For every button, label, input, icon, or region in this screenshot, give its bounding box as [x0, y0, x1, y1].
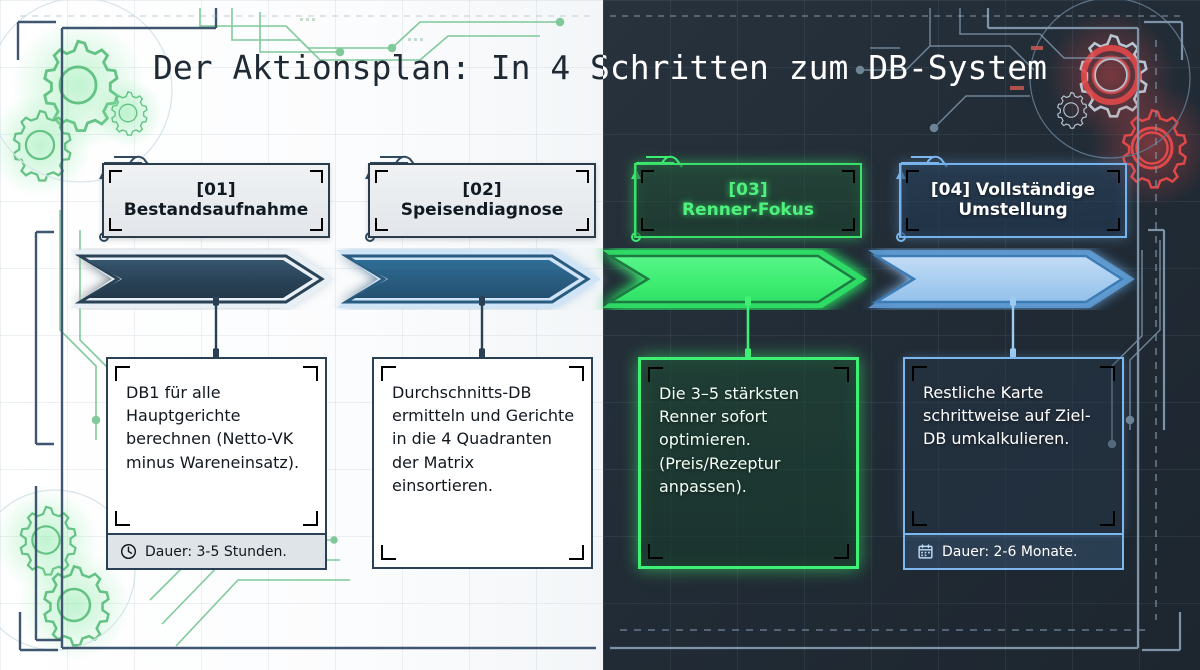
corner-bracket-icon	[906, 170, 919, 183]
corner-bracket-icon	[375, 170, 388, 183]
corner-bracket-icon	[648, 544, 663, 559]
clock-icon	[120, 543, 137, 560]
step-1-header-card[interactable]: [01] Bestandsaufnahme	[102, 163, 330, 238]
connector-4	[1010, 296, 1016, 358]
step-2-detail: Durchschnitts-DB ermitteln und Gerichte …	[372, 357, 593, 569]
process-arrow-2	[336, 250, 601, 308]
corner-bracket-icon	[912, 511, 927, 526]
corner-bracket-icon	[569, 545, 584, 560]
connector-1	[213, 296, 219, 358]
step-1-body-text: DB1 für alle Hauptgerichte berechnen (Ne…	[126, 383, 300, 472]
corner-bracket-icon	[1100, 511, 1115, 526]
corner-bracket-icon	[381, 366, 396, 381]
step-3-header-card[interactable]: [03] Renner-Fokus	[634, 163, 862, 238]
corner-bracket-icon	[1107, 170, 1120, 183]
corner-bracket-icon	[641, 218, 654, 231]
step-2-header-card[interactable]: [02] Speisendiagnose	[368, 163, 596, 238]
corner-bracket-icon	[912, 366, 927, 381]
step-3-number: [03]	[728, 179, 768, 200]
corner-bracket-icon	[576, 218, 589, 231]
step-3-detail: Die 3–5 stärksten Renner sofort optimier…	[638, 357, 859, 569]
step-2-number: [02]	[462, 179, 502, 200]
corner-bracket-icon	[310, 218, 323, 231]
step-4-detail-body: Restliche Karte schrittweise auf Ziel-DB…	[903, 357, 1124, 533]
process-arrow-band	[70, 250, 1135, 308]
step-1-number: [01]	[196, 179, 236, 200]
corner-bracket-icon	[576, 170, 589, 183]
step-1-heading: Bestandsaufnahme	[123, 199, 309, 220]
step-2-header[interactable]: [02] Speisendiagnose	[365, 155, 596, 242]
step-4-detail: Restliche Karte schrittweise auf Ziel-DB…	[903, 357, 1124, 570]
corner-bracket-icon	[641, 170, 654, 183]
step-3-body-text: Die 3–5 stärksten Renner sofort optimier…	[659, 384, 799, 496]
corner-bracket-icon	[303, 366, 318, 381]
connector-2	[479, 296, 485, 358]
step-4-header[interactable]: [04] Vollständige Umstellung	[896, 155, 1127, 242]
corner-bracket-icon	[303, 511, 318, 526]
step-4-number: [04] Vollständige	[930, 179, 1096, 200]
step-3-heading: Renner-Fokus	[682, 199, 814, 220]
process-arrow-4	[868, 250, 1135, 308]
step-4-heading: Umstellung	[958, 199, 1068, 220]
step-4-header-card[interactable]: [04] Vollständige Umstellung	[899, 163, 1127, 238]
corner-bracket-icon	[310, 170, 323, 183]
step-1-footer-label: Dauer: 3-5 Stunden.	[145, 543, 287, 560]
step-1-detail: DB1 für alle Hauptgerichte berechnen (Ne…	[106, 357, 327, 570]
connector-3	[745, 296, 751, 358]
corner-bracket-icon	[648, 367, 663, 382]
page-title: Der Aktionsplan: In 4 Schritten zum DB-S…	[0, 44, 1200, 92]
corner-bracket-icon	[109, 170, 122, 183]
process-arrow-3	[602, 250, 867, 308]
corner-bracket-icon	[842, 218, 855, 231]
corner-bracket-icon	[115, 511, 130, 526]
page-title-left-part: Der Aktionsplan: In 4 Schritten zum DB-S…	[152, 48, 1048, 87]
corner-bracket-icon	[834, 544, 849, 559]
step-1-detail-body: DB1 für alle Hauptgerichte berechnen (Ne…	[106, 357, 327, 533]
step-2-detail-body: Durchschnitts-DB ermitteln und Gerichte …	[372, 357, 593, 569]
corner-bracket-icon	[109, 218, 122, 231]
corner-bracket-icon	[834, 367, 849, 382]
corner-bracket-icon	[842, 170, 855, 183]
corner-bracket-icon	[115, 366, 130, 381]
step-1-header[interactable]: [01] Bestandsaufnahme	[99, 155, 330, 242]
corner-bracket-icon	[375, 218, 388, 231]
corner-bracket-icon	[1100, 366, 1115, 381]
corner-bracket-icon	[569, 366, 584, 381]
corner-bracket-icon	[381, 545, 396, 560]
step-4-footer-badge: Dauer: 2-6 Monate.	[903, 533, 1124, 570]
step-1-footer-badge: Dauer: 3-5 Stunden.	[106, 533, 327, 570]
step-3-header[interactable]: [03] Renner-Fokus	[631, 155, 862, 242]
corner-bracket-icon	[1107, 218, 1120, 231]
step-4-footer-label: Dauer: 2-6 Monate.	[942, 543, 1078, 560]
page-title-right-part: Der Aktionsplan: In 4 Schritten zum DB-S…	[152, 48, 1048, 87]
step-2-heading: Speisendiagnose	[400, 199, 564, 220]
step-3-detail-body: Die 3–5 stärksten Renner sofort optimier…	[638, 357, 859, 569]
calendar-icon	[918, 544, 933, 559]
step-2-body-text: Durchschnitts-DB ermitteln und Gerichte …	[392, 383, 575, 495]
process-arrow-1	[70, 250, 335, 308]
step-4-body-text: Restliche Karte schrittweise auf Ziel-DB…	[923, 383, 1091, 449]
corner-bracket-icon	[906, 218, 919, 231]
